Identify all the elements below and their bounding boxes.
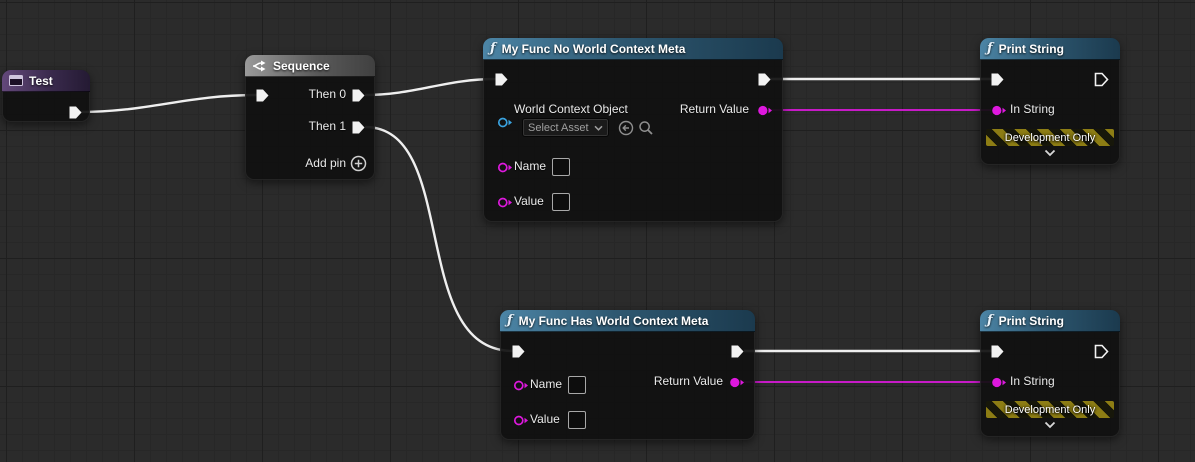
return-value-pin[interactable] bbox=[729, 376, 745, 389]
return-value-label: Return Value bbox=[679, 102, 749, 116]
node-header[interactable]: Sequence bbox=[245, 55, 375, 77]
then0-label: Then 0 bbox=[308, 87, 346, 101]
name-pin[interactable] bbox=[513, 379, 529, 392]
node-sequence[interactable]: Sequence Then 0 Then 1 Add pin bbox=[245, 55, 375, 180]
use-selected-asset-icon[interactable] bbox=[618, 120, 634, 136]
asset-picker-dropdown[interactable]: Select Asset bbox=[522, 118, 609, 137]
name-input[interactable] bbox=[568, 376, 586, 394]
in-string-label: In String bbox=[1010, 102, 1055, 116]
name-pin[interactable] bbox=[497, 161, 513, 174]
in-string-label: In String bbox=[1010, 374, 1055, 388]
development-only-banner: Development Only bbox=[986, 401, 1114, 418]
node-title: Print String bbox=[998, 41, 1064, 56]
name-input[interactable] bbox=[552, 158, 570, 176]
name-label: Name bbox=[530, 377, 563, 391]
function-icon: ƒ bbox=[507, 313, 513, 328]
exec-out-pin[interactable] bbox=[1094, 72, 1109, 87]
node-test-event[interactable]: Test bbox=[2, 70, 90, 122]
development-only-label: Development Only bbox=[1004, 131, 1096, 144]
value-pin[interactable] bbox=[497, 196, 513, 209]
chevron-down-icon bbox=[594, 125, 603, 131]
value-label: Value bbox=[514, 194, 544, 208]
expand-advanced-chevron-icon[interactable] bbox=[1044, 421, 1056, 429]
function-icon: ƒ bbox=[987, 313, 993, 328]
exec-in-pin[interactable] bbox=[494, 72, 509, 87]
node-header[interactable]: ƒ Print String bbox=[980, 38, 1120, 60]
node-title: My Func No World Context Meta bbox=[501, 41, 686, 56]
exec-out-pin[interactable] bbox=[757, 72, 772, 87]
node-title: Test bbox=[29, 73, 53, 88]
function-icon: ƒ bbox=[987, 41, 993, 56]
browse-asset-icon[interactable] bbox=[638, 120, 654, 136]
development-only-banner: Development Only bbox=[986, 129, 1114, 146]
value-pin[interactable] bbox=[513, 414, 529, 427]
value-input[interactable] bbox=[568, 411, 586, 429]
node-title: Print String bbox=[998, 313, 1064, 328]
development-only-label: Development Only bbox=[1004, 403, 1096, 416]
node-header[interactable]: ƒ Print String bbox=[980, 310, 1120, 332]
then0-exec-pin[interactable] bbox=[351, 88, 366, 103]
sequence-icon bbox=[252, 60, 266, 71]
then1-exec-pin[interactable] bbox=[351, 120, 366, 135]
window-icon bbox=[9, 75, 23, 86]
asset-picker-value: Select Asset bbox=[528, 121, 589, 134]
expand-advanced-chevron-icon[interactable] bbox=[1044, 149, 1056, 157]
node-title: My Func Has World Context Meta bbox=[518, 313, 709, 328]
add-pin-label: Add pin bbox=[305, 156, 346, 170]
wire-then1-to-func2 bbox=[364, 125, 514, 353]
node-print-string-bottom[interactable]: ƒ Print String In String Development Onl… bbox=[980, 310, 1120, 437]
node-header[interactable]: Test bbox=[2, 70, 90, 92]
value-input[interactable] bbox=[552, 193, 570, 211]
node-my-func-has-world-context-meta[interactable]: ƒ My Func Has World Context Meta Return … bbox=[500, 310, 755, 440]
exec-in-pin[interactable] bbox=[990, 72, 1005, 87]
world-context-object-label: World Context Object bbox=[514, 102, 628, 116]
wire-then0-to-func1 bbox=[364, 77, 497, 97]
exec-out-pin[interactable] bbox=[730, 344, 745, 359]
in-string-pin[interactable] bbox=[991, 104, 1007, 117]
exec-out-pin[interactable] bbox=[68, 105, 83, 120]
exec-in-pin[interactable] bbox=[511, 344, 526, 359]
return-value-pin[interactable] bbox=[757, 104, 773, 117]
exec-out-pin[interactable] bbox=[1094, 344, 1109, 359]
node-print-string-top[interactable]: ƒ Print String In String Development Onl… bbox=[980, 38, 1120, 165]
node-header[interactable]: ƒ My Func Has World Context Meta bbox=[500, 310, 755, 332]
node-title: Sequence bbox=[273, 58, 330, 73]
add-pin-icon[interactable] bbox=[350, 155, 367, 172]
node-header[interactable]: ƒ My Func No World Context Meta bbox=[483, 38, 783, 60]
world-context-object-pin[interactable] bbox=[497, 116, 513, 129]
return-value-label: Return Value bbox=[653, 374, 723, 388]
node-my-func-no-world-context-meta[interactable]: ƒ My Func No World Context Meta Return V… bbox=[483, 38, 783, 222]
name-label: Name bbox=[514, 159, 547, 173]
exec-in-pin[interactable] bbox=[255, 88, 270, 103]
value-label: Value bbox=[530, 412, 560, 426]
wire-test-to-sequence bbox=[78, 93, 258, 114]
then1-label: Then 1 bbox=[308, 119, 346, 133]
function-icon: ƒ bbox=[490, 41, 496, 56]
exec-in-pin[interactable] bbox=[990, 344, 1005, 359]
in-string-pin[interactable] bbox=[991, 376, 1007, 389]
